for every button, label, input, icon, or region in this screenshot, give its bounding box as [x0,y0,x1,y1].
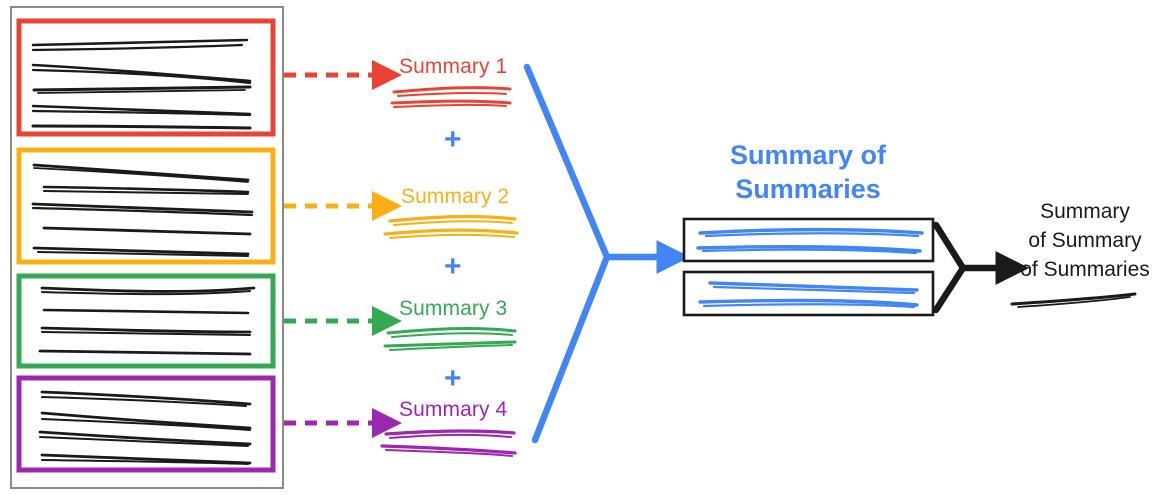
summary-4-label: Summary 4 [399,398,508,421]
plus-operator-2: + [444,250,462,283]
plus-operator-1: + [444,123,462,156]
summary-of-summaries-title: Summary of Summaries [690,138,926,206]
sos-title-line-2: Summaries [735,174,881,204]
blue-merge-arrow [523,63,611,444]
sos-box-2[interactable] [682,270,935,317]
sos-box-1-lines [696,227,924,255]
summary-3-label: Summary 3 [399,297,508,320]
summary-1-lines [390,86,512,108]
final-output-line [1010,292,1137,308]
final-title-line-1: Summary [1040,200,1130,223]
black-merge-arrow [932,221,967,314]
document-box-1[interactable] [16,18,276,137]
summary-1-label: Summary 1 [399,55,508,78]
summary-2-label: Summary 2 [401,185,510,208]
final-title-line-2: of Summary [1028,229,1142,252]
document-4-text-lines [38,390,252,465]
final-title-line-3: of Summaries [1020,258,1150,281]
summary-3-lines [383,327,517,351]
sos-box-1[interactable] [682,217,935,263]
document-1-text-lines [31,38,252,130]
summary-4-lines [380,429,517,457]
document-3-text-lines [38,286,256,356]
sos-title-line-1: Summary of [729,140,887,170]
source-documents-container [10,6,284,489]
sos-box-2-lines [698,281,919,309]
final-output-title: Summary of Summary of Summaries [1010,197,1160,284]
plus-operator-3: + [444,362,462,395]
summary-2-lines [383,214,519,239]
document-2-text-lines [31,163,254,257]
